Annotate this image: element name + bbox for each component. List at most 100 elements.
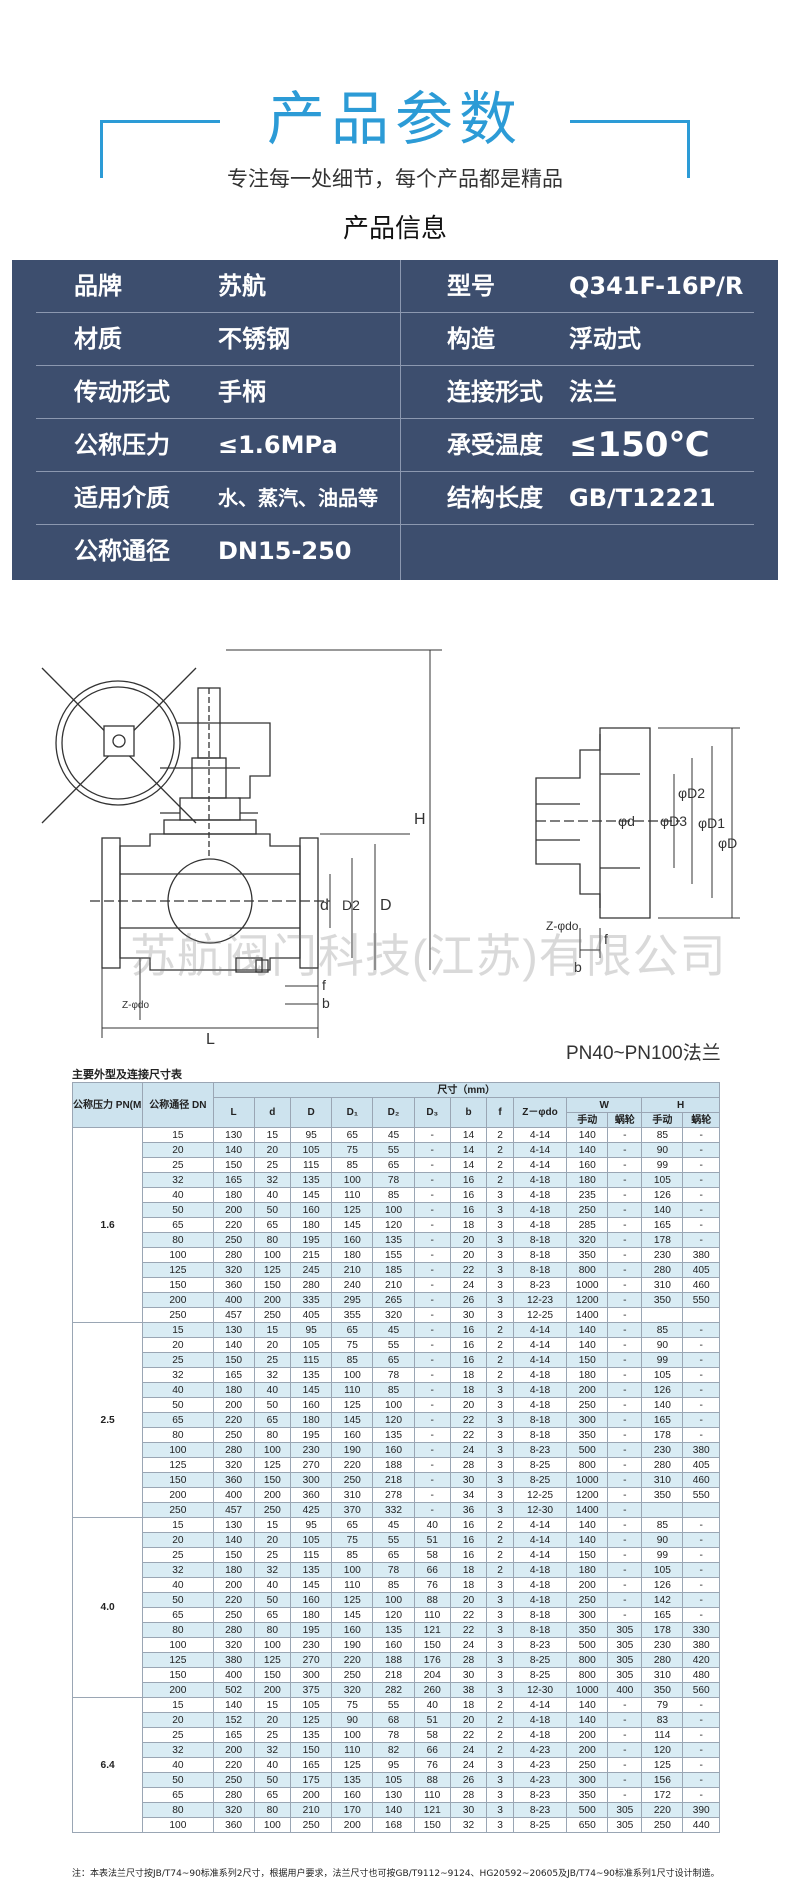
table-cell: 8-23 (512, 1637, 568, 1653)
table-cell: 16 (449, 1337, 488, 1353)
table-cell: 230 (641, 1247, 684, 1263)
dn-cell: 20 (142, 1532, 214, 1548)
table-cell: 40 (413, 1517, 451, 1533)
table-cell: 85 (641, 1517, 684, 1533)
table-cell: 375 (290, 1682, 333, 1698)
table-cell: 215 (290, 1247, 333, 1263)
table-cell: - (682, 1202, 720, 1218)
table-cell: 85 (331, 1157, 374, 1173)
table-cell: 24 (449, 1442, 488, 1458)
pn-cell: 6.4 (71, 1697, 144, 1833)
spec-key: 构造 (447, 325, 495, 353)
table-cell: 4-18 (512, 1397, 568, 1413)
table-cell: 160 (331, 1232, 374, 1248)
dn-cell: 65 (142, 1607, 214, 1623)
table-cell: 65 (253, 1607, 292, 1623)
spec-key: 材质 (74, 325, 122, 353)
table-cell: 150 (212, 1157, 255, 1173)
table-cell: 405 (682, 1262, 720, 1278)
table-cell: 220 (641, 1802, 684, 1818)
table-cell: 300 (566, 1607, 609, 1623)
table-cell: 150 (413, 1817, 451, 1833)
table-cell: 26 (449, 1772, 488, 1788)
section-title: 产品信息 (342, 214, 447, 244)
table-cell: 20 (449, 1232, 488, 1248)
table-cell: 135 (372, 1427, 415, 1443)
table-cell: 300 (566, 1412, 609, 1428)
header-w: W (566, 1097, 643, 1113)
table-cell: 332 (372, 1502, 415, 1518)
table-cell: 200 (253, 1487, 292, 1503)
dn-cell: 32 (142, 1742, 214, 1758)
table-cell: - (682, 1547, 720, 1563)
table-cell: 30 (449, 1472, 488, 1488)
table-cell: 160 (372, 1637, 415, 1653)
spec-row-medium: 适用介质 水、蒸汽、油品等 结构长度 GB/T12221 (12, 472, 778, 525)
spec-key: 型号 (447, 272, 495, 300)
table-cell: 250 (566, 1592, 609, 1608)
table-cell: 2 (486, 1322, 514, 1338)
table-cell: 220 (331, 1457, 374, 1473)
dn-cell: 25 (142, 1352, 214, 1368)
table-cell: 305 (607, 1622, 643, 1638)
table-cell: 130 (212, 1127, 255, 1143)
header-h: H (641, 1097, 720, 1113)
table-cell: 100 (253, 1817, 292, 1833)
table-cell: 3 (486, 1427, 514, 1443)
table-cell: 80 (253, 1622, 292, 1638)
table-cell: 230 (290, 1637, 333, 1653)
table-cell: 4-18 (512, 1367, 568, 1383)
table-cell: 3 (486, 1382, 514, 1398)
table-cell: - (682, 1142, 720, 1158)
spec-key: 承受温度 (447, 431, 543, 459)
valve-body-drawing (90, 833, 330, 973)
dn-cell: 100 (142, 1817, 214, 1833)
spec-key: 适用介质 (74, 484, 170, 512)
table-cell: 100 (331, 1367, 374, 1383)
table-cell: - (682, 1712, 720, 1728)
header-col: D₁ (331, 1097, 374, 1128)
table-cell: 80 (253, 1427, 292, 1443)
table-cell: 330 (682, 1622, 720, 1638)
table-cell: 4-14 (512, 1157, 568, 1173)
table-cell: 22 (449, 1427, 488, 1443)
table-cell: 8-18 (512, 1262, 568, 1278)
table-cell: - (607, 1202, 643, 1218)
table-cell: 190 (331, 1442, 374, 1458)
table-cell: 4-18 (512, 1562, 568, 1578)
table-cell: 390 (682, 1802, 720, 1818)
table-cell: 90 (641, 1532, 684, 1548)
table-cell: 65 (331, 1517, 374, 1533)
table-cell: 135 (290, 1562, 333, 1578)
dim-label-b: b (322, 995, 330, 1011)
table-cell: 100 (372, 1592, 415, 1608)
table-cell: 58 (413, 1727, 451, 1743)
dn-cell: 50 (142, 1592, 214, 1608)
dn-cell: 20 (142, 1142, 214, 1158)
dn-cell: 100 (142, 1247, 214, 1263)
table-cell: 135 (290, 1172, 333, 1188)
dn-cell: 200 (142, 1682, 214, 1698)
table-cell: 150 (566, 1352, 609, 1368)
table-cell: 51 (413, 1532, 451, 1548)
table-cell: 95 (290, 1127, 333, 1143)
table-cell: 170 (331, 1802, 374, 1818)
spec-key: 公称压力 (74, 431, 170, 459)
table-cell: - (607, 1307, 643, 1323)
table-cell: 125 (253, 1262, 292, 1278)
table-cell: 350 (566, 1247, 609, 1263)
table-cell: 4-18 (512, 1727, 568, 1743)
dn-cell: 65 (142, 1412, 214, 1428)
table-cell: 75 (331, 1142, 374, 1158)
table-cell: 14 (449, 1127, 488, 1143)
table-cell: 800 (566, 1457, 609, 1473)
table-cell: 150 (212, 1352, 255, 1368)
table-cell: 88 (413, 1592, 451, 1608)
table-cell: 3 (486, 1607, 514, 1623)
table-cell: 125 (641, 1757, 684, 1773)
table-cell: - (682, 1352, 720, 1368)
